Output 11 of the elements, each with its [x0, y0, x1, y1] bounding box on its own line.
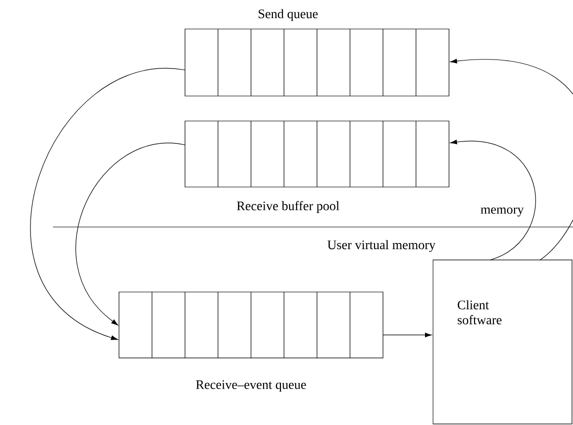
arrow [76, 142, 186, 326]
queue-label: Receive buffer pool [236, 201, 340, 213]
arrow [450, 140, 536, 260]
queue-label: Receive–event queue [196, 380, 306, 392]
arrow [30, 68, 186, 340]
arrow [450, 58, 573, 260]
process-box: Client software [432, 260, 572, 424]
region-label: memory [480, 208, 524, 216]
queue-label: Send queue [258, 9, 318, 21]
arrow [382, 332, 432, 338]
region-label: User virtual memory [327, 240, 436, 252]
